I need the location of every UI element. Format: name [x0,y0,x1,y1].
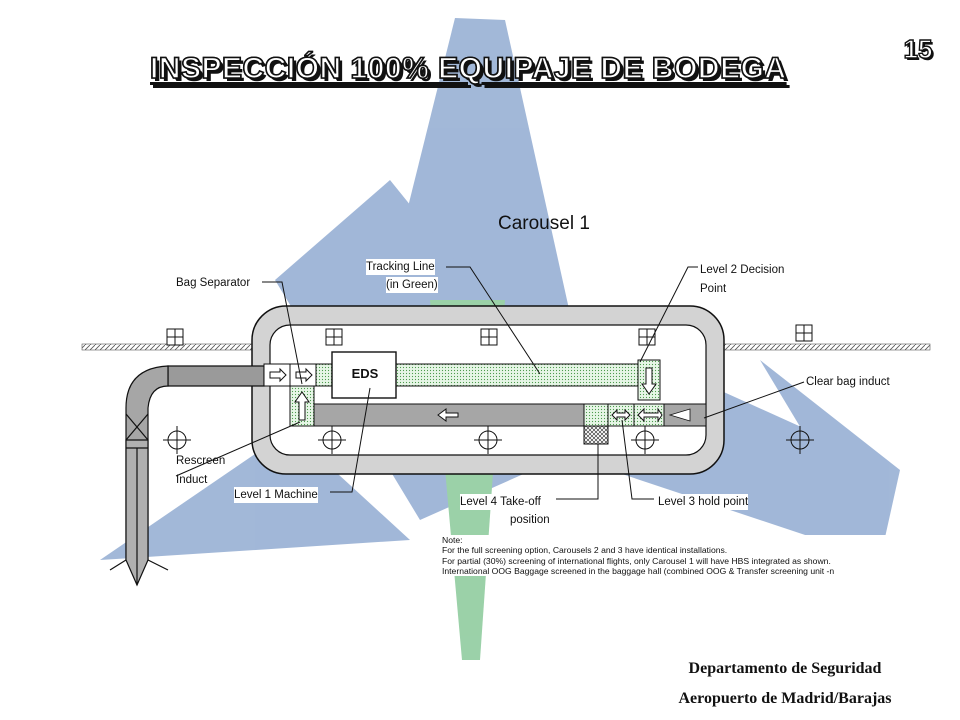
rescreen-induct [289,385,315,427]
eds-label: EDS [351,366,379,381]
footer-airport: Aeropuerto de Madrid/Barajas [678,690,892,707]
feed-chute [109,365,265,587]
note-line-1: For the full screening option, Carousels… [442,545,728,556]
label-clear-bag-induct: Clear bag induct [806,374,890,390]
note-line-2: For partial (30%) screening of internati… [442,555,831,566]
label-level2-line-1: Level 2 Decision [700,262,785,278]
note-line-3: International OOG Baggage screened in th… [442,565,835,576]
carousel-title: Carousel 1 [498,213,590,234]
label-level3-hold-point: Level 3 hold point [658,494,749,510]
label-tracking-line-1: Tracking Line [366,259,435,275]
label-rescreen-line-2: Induct [176,474,208,486]
label-level4-line-2: position [510,512,550,528]
note-heading: Note: [442,535,463,545]
label-level2-line-2: Point [700,281,727,297]
leader-lines [175,266,805,500]
eds-machine [331,351,397,399]
label-level4-line-1: Level 4 Take-off [460,494,541,510]
level4-level3-blocks [583,403,665,445]
return-conveyor [313,403,587,427]
slide-title: INSPECCIÓN 100% EQUIPAJE DE BODEGA [149,51,787,86]
label-tracking-line-2: (in Green) [386,277,438,293]
fixture-circles [163,426,814,454]
label-bag-separator: Bag Separator [176,275,251,291]
label-rescreen-line-1: Rescreen [176,455,226,467]
bag-separator [263,363,317,387]
level2-decision-point [637,359,661,401]
page-number: 15 [903,33,933,64]
footer-department: Departamento de Seguridad [688,660,882,677]
diagram-note: Note: For the full screening option, Car… [442,535,932,577]
label-level1-machine: Level 1 Machine [234,487,318,503]
